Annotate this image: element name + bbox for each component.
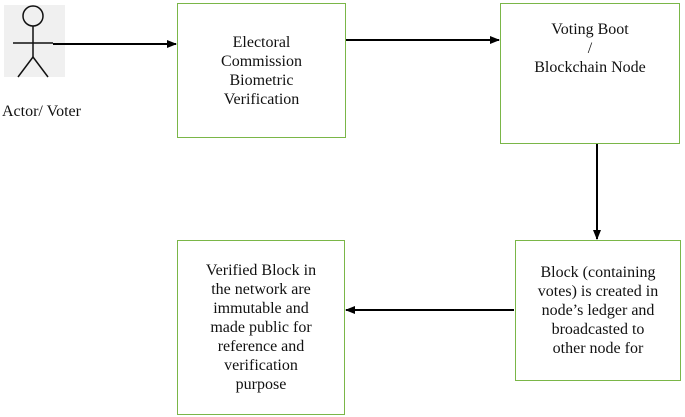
actor-label: Actor/ Voter (2, 103, 81, 120)
stick-figure-icon (13, 5, 53, 78)
block-created-box: Block (containing votes) is created in n… (515, 240, 681, 381)
voting-boot-node-box: Voting Boot / Blockchain Node (500, 3, 680, 144)
electoral-verification-box: Electoral Commission Biometric Verificat… (177, 3, 346, 138)
actor-background (4, 5, 65, 77)
verified-block-box: Verified Block in the network are immuta… (177, 240, 345, 415)
